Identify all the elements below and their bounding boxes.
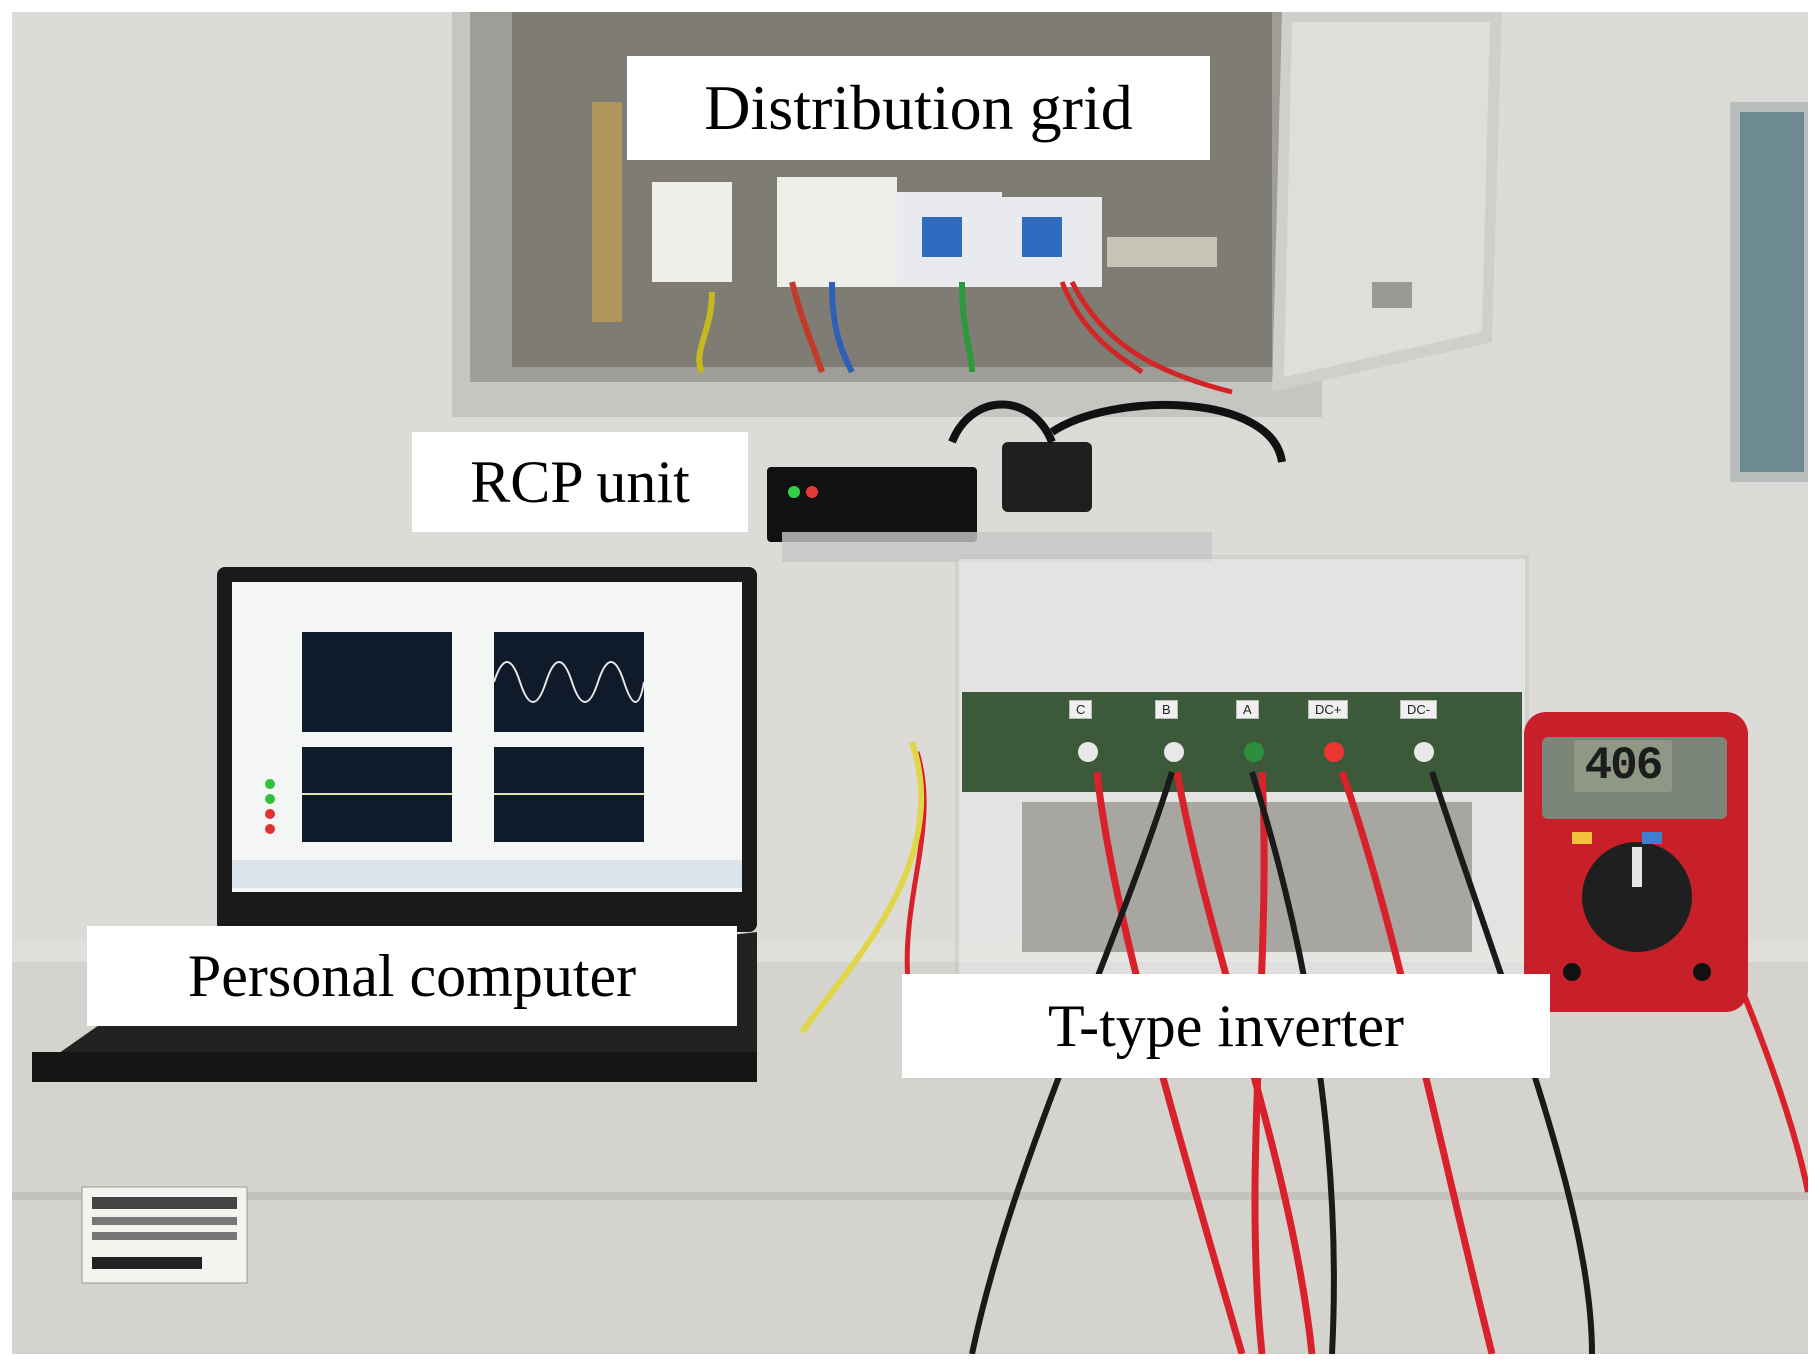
terminal-label-c: C (1069, 700, 1093, 719)
t-type-inverter-label: T-type inverter (902, 974, 1550, 1078)
inverter-enclosure (955, 555, 1529, 989)
personal-computer-label: Personal computer (87, 926, 737, 1026)
distribution-grid-label: Distribution grid (627, 56, 1210, 160)
terminal-label-b: B (1155, 700, 1178, 719)
lab-setup-photo: C B A DC+ DC- (12, 12, 1808, 1354)
rcp-unit-label: RCP unit (412, 432, 748, 532)
multimeter-readout: 406 (1574, 740, 1672, 792)
terminal-label-a: A (1236, 700, 1259, 719)
terminal-label-dc-minus: DC- (1400, 700, 1438, 719)
terminal-label-dc-plus: DC+ (1308, 700, 1349, 719)
